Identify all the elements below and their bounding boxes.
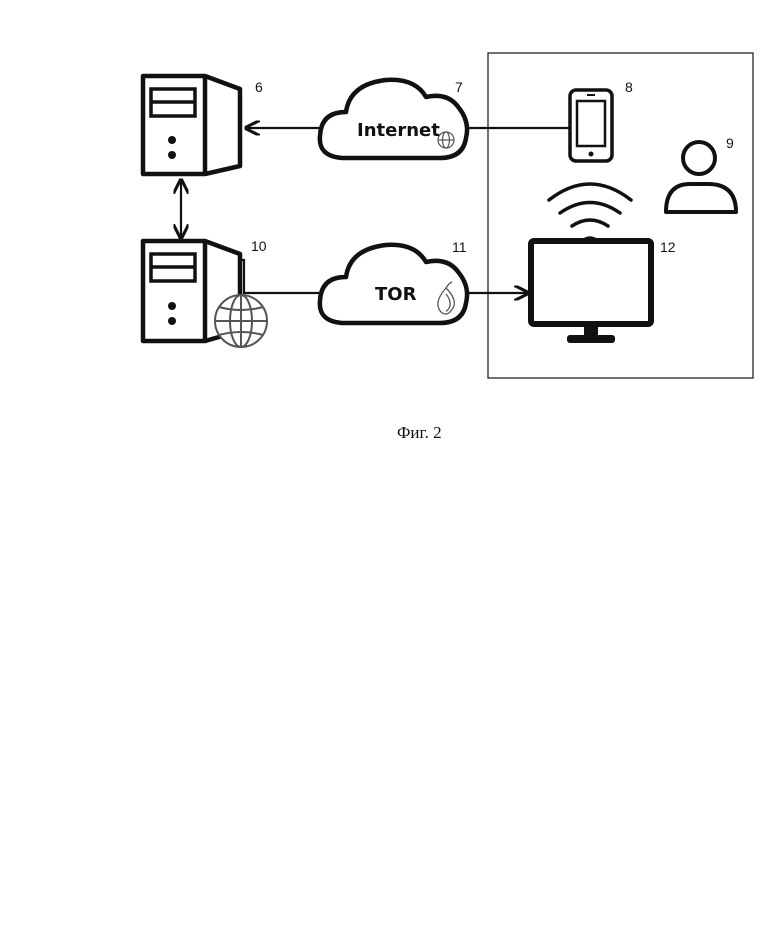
- wifi-icon: [549, 184, 631, 240]
- globe-icon: [215, 295, 267, 347]
- user-icon: [666, 142, 736, 212]
- smartphone-icon: [570, 90, 612, 161]
- user-environment-box: [488, 53, 753, 378]
- label-7: 7: [455, 79, 463, 95]
- internet-cloud: Internet: [320, 80, 467, 158]
- label-6: 6: [255, 79, 263, 95]
- label-8: 8: [625, 79, 633, 95]
- label-12: 12: [660, 239, 676, 255]
- label-10: 10: [251, 238, 267, 254]
- server-6-icon: [143, 76, 240, 174]
- label-9: 9: [726, 135, 734, 151]
- label-11: 11: [452, 239, 467, 255]
- tor-cloud: TOR: [320, 245, 467, 323]
- figure-caption: Фиг. 2: [397, 423, 442, 442]
- server-to-tor-line: [240, 260, 321, 293]
- internet-label: Internet: [357, 120, 440, 141]
- monitor-icon: [531, 241, 651, 343]
- tor-label: TOR: [375, 284, 417, 305]
